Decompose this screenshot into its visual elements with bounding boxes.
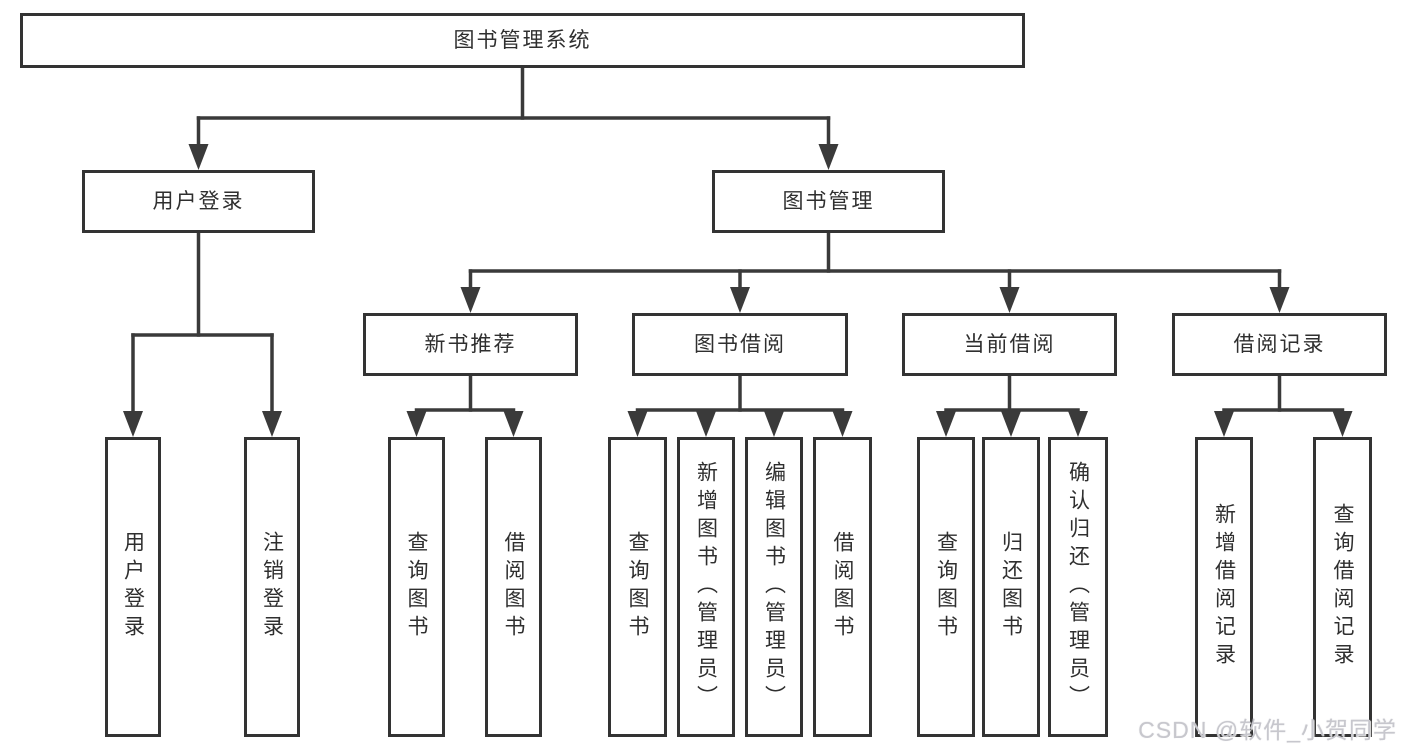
node-label-cb-query: 查询图书 (934, 531, 958, 643)
diagram-node-cb-return: 归还图书 (982, 437, 1040, 737)
node-label-rec-query: 查询图书 (405, 531, 428, 643)
node-label-cb-return: 归还图书 (999, 531, 1023, 643)
diagram-node-bb-add: 新增图书（管理员） (677, 437, 735, 737)
node-label-bb-borrow: 借阅图书 (831, 531, 854, 643)
node-label-bb-query: 查询图书 (626, 531, 649, 643)
arrowhead-icon (730, 287, 750, 313)
node-label-rec-borrow: 借阅图书 (502, 531, 525, 643)
arrowhead-icon (696, 411, 716, 437)
diagram-node-bb-borrow: 借阅图书 (813, 437, 872, 737)
diagram-node-book-borrow: 图书借阅 (632, 313, 848, 376)
arrowhead-icon (262, 411, 282, 437)
diagram-node-bb-edit: 编辑图书（管理员） (745, 437, 803, 737)
arrowhead-icon (123, 411, 143, 437)
diagram-node-book-mgmt: 图书管理 (712, 170, 945, 233)
arrowhead-icon (1001, 411, 1021, 437)
diagram-node-br-query: 查询借阅记录 (1313, 437, 1372, 737)
diagram-node-logout: 注销登录 (244, 437, 300, 737)
arrowhead-icon (503, 411, 524, 437)
node-label-book-borrow: 图书借阅 (694, 333, 786, 356)
diagram-node-root: 图书管理系统 (20, 13, 1025, 68)
arrowhead-icon (188, 144, 209, 170)
diagram-node-user-login: 用户登录 (82, 170, 315, 233)
arrowhead-icon (818, 144, 839, 170)
arrowhead-icon (1269, 287, 1290, 313)
diagram-node-rec-query: 查询图书 (388, 437, 445, 737)
diagram-node-current-borrow: 当前借阅 (902, 313, 1117, 376)
arrowhead-icon (627, 411, 648, 437)
node-label-borrow-records: 借阅记录 (1233, 333, 1326, 356)
node-label-book-mgmt: 图书管理 (782, 190, 875, 213)
arrowhead-icon (999, 287, 1020, 313)
watermark: CSDN @软件_小贺同学 (1138, 717, 1397, 743)
diagram-node-br-add: 新增借阅记录 (1195, 437, 1253, 737)
arrowhead-icon (1068, 411, 1088, 437)
node-label-current-borrow: 当前借阅 (963, 333, 1056, 356)
diagram-node-borrow-records: 借阅记录 (1172, 313, 1387, 376)
diagram-node-bb-query: 查询图书 (608, 437, 667, 737)
diagram-node-cb-query: 查询图书 (917, 437, 975, 737)
node-label-root: 图书管理系统 (453, 29, 592, 52)
arrowhead-icon (1214, 411, 1234, 437)
diagram-node-cb-confirm: 确认归还（管理员） (1048, 437, 1108, 737)
node-label-logout: 注销登录 (260, 531, 284, 643)
diagram-node-rec-borrow: 借阅图书 (485, 437, 542, 737)
arrowhead-icon (406, 411, 427, 437)
node-label-br-add: 新增借阅记录 (1212, 503, 1236, 671)
node-label-cb-confirm: 确认归还（管理员） (1066, 461, 1090, 713)
node-label-user-login: 用户登录 (152, 190, 245, 213)
node-label-br-query: 查询借阅记录 (1331, 503, 1354, 671)
arrowhead-icon (832, 411, 853, 437)
arrowhead-icon (936, 411, 956, 437)
arrowhead-icon (764, 411, 784, 437)
node-label-bb-edit: 编辑图书（管理员） (762, 461, 786, 713)
node-label-bb-add: 新增图书（管理员） (694, 461, 718, 713)
node-label-new-book-rec: 新书推荐 (424, 333, 517, 356)
diagram-node-new-book-rec: 新书推荐 (363, 313, 578, 376)
arrowhead-icon (460, 287, 481, 313)
node-label-login: 用户登录 (121, 531, 145, 643)
arrowhead-icon (1332, 411, 1353, 437)
diagram-node-login: 用户登录 (105, 437, 161, 737)
